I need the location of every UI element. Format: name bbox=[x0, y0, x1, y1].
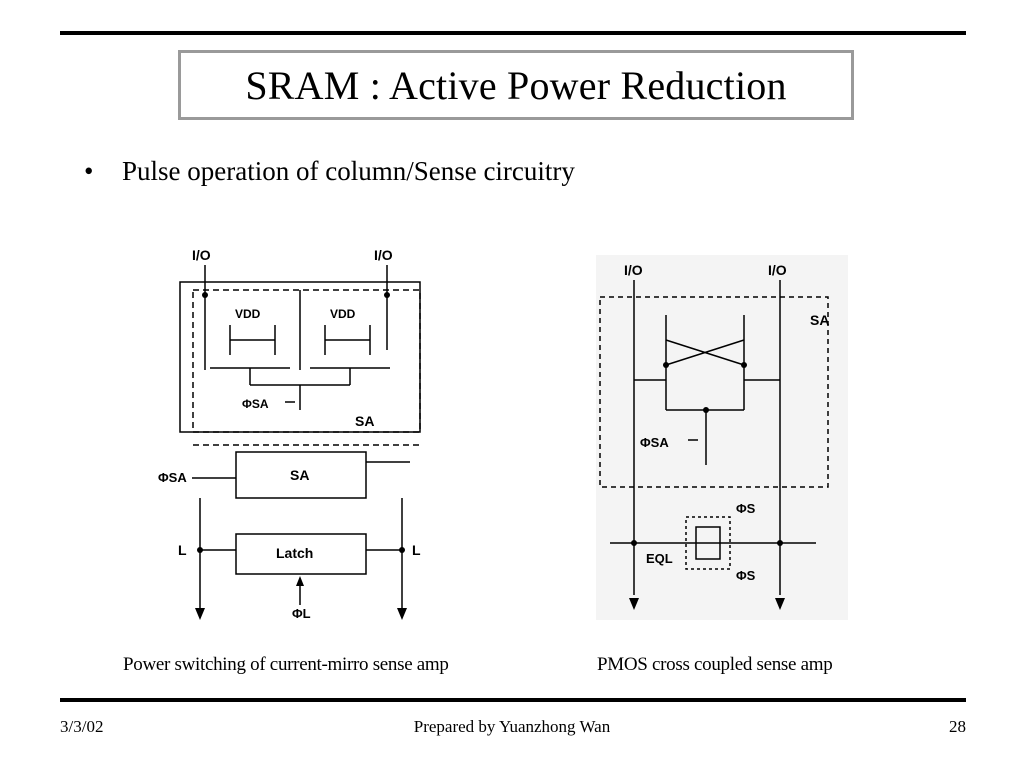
bullet-text: Pulse operation of column/Sense circuitr… bbox=[122, 156, 575, 186]
sa-label: SA bbox=[355, 413, 374, 429]
bullet-dot-icon: • bbox=[84, 156, 94, 186]
eql-label: EQL bbox=[646, 551, 673, 566]
sa-block-label: SA bbox=[290, 467, 309, 483]
footer-date: 3/3/02 bbox=[60, 717, 104, 736]
phi-sa-input-label: ΦSA bbox=[158, 470, 187, 485]
footer-author: Prepared by Yuanzhong Wan bbox=[413, 717, 611, 736]
phi-l-label: ΦL bbox=[292, 606, 311, 621]
latch-label: Latch bbox=[276, 545, 313, 561]
footer-page-number: 28 bbox=[949, 717, 966, 736]
bullet-item: • Pulse operation of column/Sense circui… bbox=[84, 156, 575, 187]
vdd-label-2: VDD bbox=[330, 307, 356, 321]
l-label: L bbox=[178, 542, 187, 558]
sa-label: SA bbox=[810, 312, 829, 328]
l-bar-label: L bbox=[412, 542, 421, 558]
io-bar-label: I/O bbox=[768, 262, 787, 278]
title-box: SRAM : Active Power Reduction bbox=[178, 50, 854, 120]
vdd-label-1: VDD bbox=[235, 307, 261, 321]
phi-s-bar-label: ΦS bbox=[736, 501, 756, 516]
phi-sa-label: ΦSA bbox=[640, 435, 669, 450]
io-label: I/O bbox=[624, 262, 643, 278]
pmos-cross-coupled-sense-amp-diagram: I/O I/O SA ΦSA ΦS ΦS EQL bbox=[596, 255, 848, 620]
io-bar-label: I/O bbox=[374, 247, 393, 263]
right-figure-caption: PMOS cross coupled sense amp bbox=[597, 654, 833, 675]
slide-title: SRAM : Active Power Reduction bbox=[245, 62, 787, 108]
phi-sa-label: ΦSA bbox=[242, 397, 269, 411]
top-rule bbox=[60, 31, 966, 35]
bottom-rule bbox=[60, 698, 966, 702]
io-label: I/O bbox=[192, 247, 211, 263]
left-figure-caption: Power switching of current-mirro sense a… bbox=[123, 654, 449, 675]
phi-s-label: ΦS bbox=[736, 568, 756, 583]
current-mirror-sense-amp-diagram: I/O I/O VDD VDD ΦSA SA SA ΦSA L L Latch … bbox=[158, 247, 421, 621]
